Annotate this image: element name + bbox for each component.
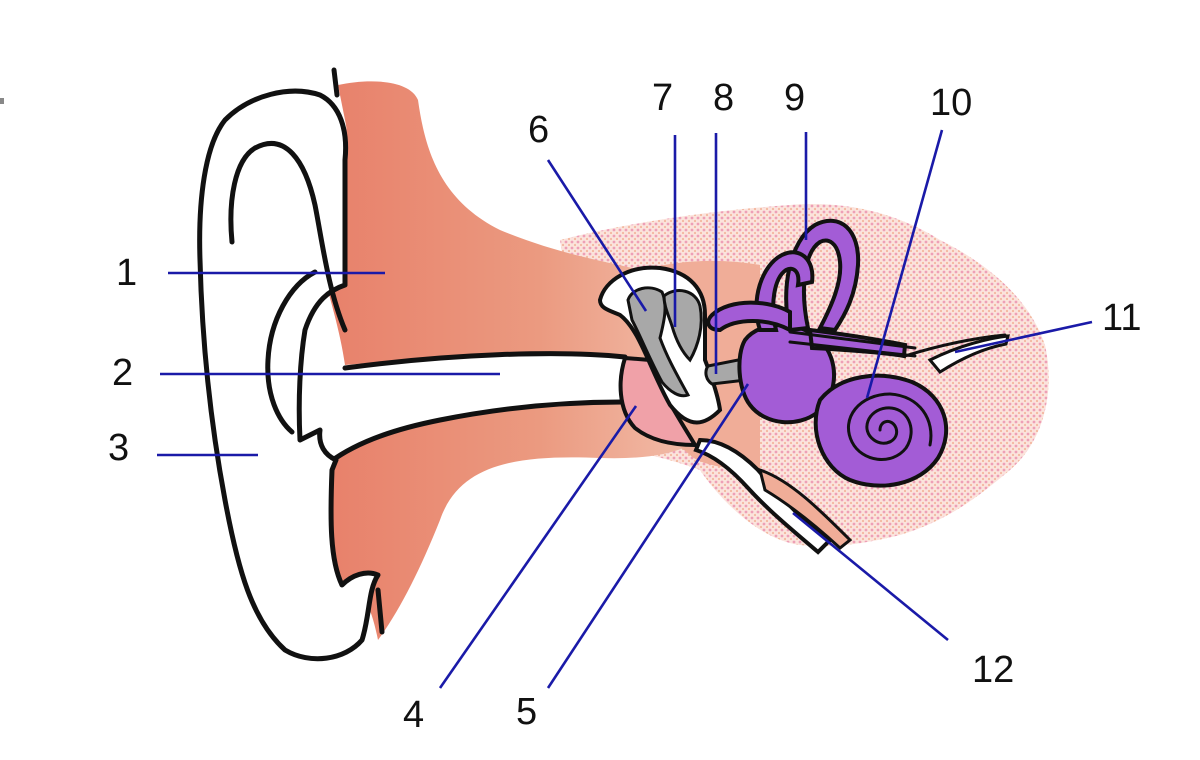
label-10: 10	[930, 82, 972, 124]
label-7: 7	[652, 77, 673, 119]
label-3: 3	[108, 427, 129, 469]
label-6: 6	[528, 109, 549, 151]
label-5: 5	[516, 691, 537, 733]
label-1: 1	[116, 252, 137, 294]
label-12: 12	[972, 649, 1014, 691]
label-11: 11	[1102, 297, 1141, 339]
label-4: 4	[403, 694, 424, 736]
label-9: 9	[784, 77, 805, 119]
edge-mark	[0, 98, 4, 104]
label-8: 8	[713, 77, 734, 119]
label-2: 2	[112, 352, 133, 394]
pinna-top-line	[334, 70, 337, 95]
